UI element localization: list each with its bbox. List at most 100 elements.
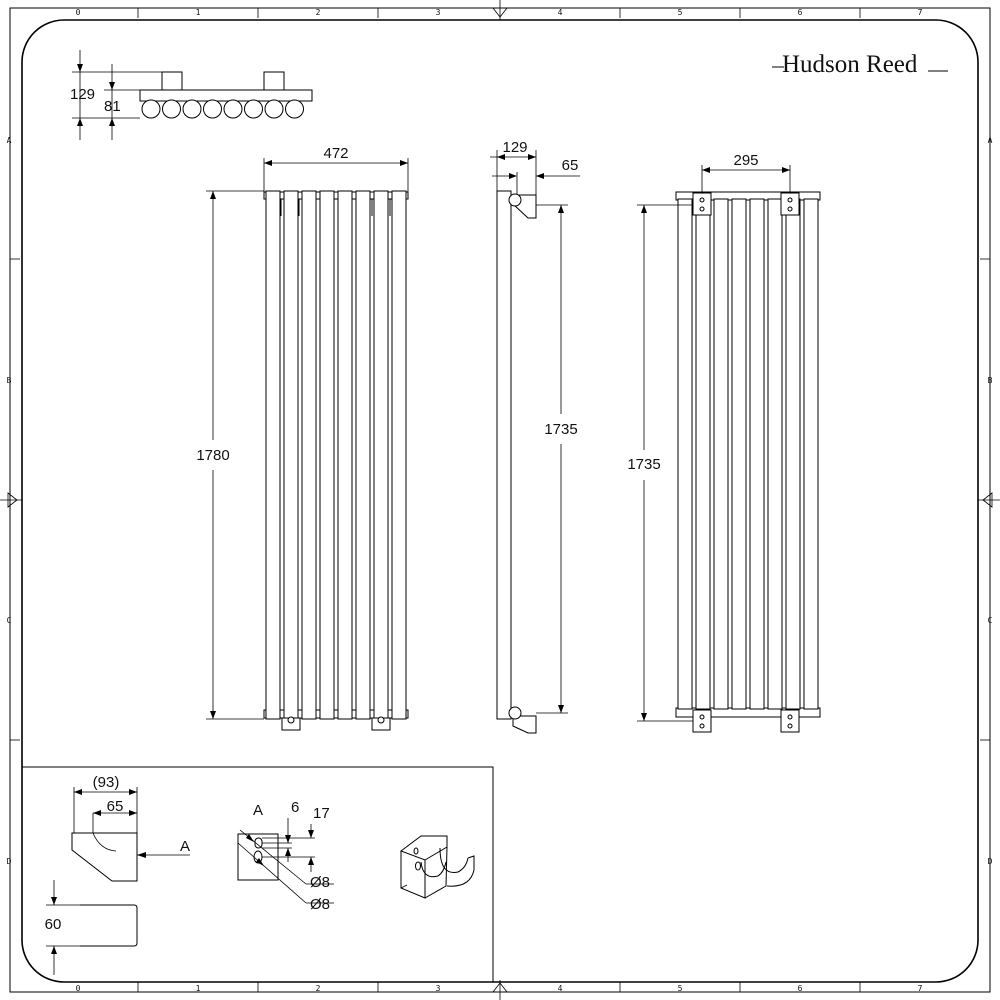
view-label: A [180,838,190,855]
rear-tube [803,198,819,710]
rear-bottom-rail [675,707,821,718]
bottom-header-rail [263,709,409,719]
side-bracket-bottom [512,715,537,734]
vertical-tube [283,190,299,720]
pipe-connector-right [263,71,285,91]
dimension-front-width: 472 [263,145,409,192]
dimension-label: 81 [104,98,121,115]
dimension-label: 65 [107,798,124,815]
dimension-top-depth-overall: 129 [70,50,162,140]
centre-mark-bottom [492,980,508,1000]
dimension-bracket-height: 60 [45,880,80,975]
dimension-label: 6 [291,799,299,816]
dimension-label: 1780 [196,447,229,464]
dimension-label: (93) [93,774,120,791]
brand-logo: Hudson Reed [772,51,948,78]
centre-mark-top [492,0,508,20]
section-a-view: A Ø8 Ø8 6 [237,799,334,913]
dimension-label: 65 [562,157,579,174]
tube-section [244,99,263,119]
view-arrow-a: A [137,838,190,858]
pipe-connector-left [161,71,183,91]
side-view: 129 65 1735 [490,139,580,734]
zone-col-label: 3 [436,8,441,17]
dimension-slot-length: 17 [262,805,330,872]
vertical-tube [337,190,353,720]
zone-col-label: 6 [798,8,803,17]
zone-col-label: 3 [436,984,441,993]
zone-row-label: B [7,376,12,385]
bracket-elevation [71,832,138,882]
brand-name: Hudson Reed [782,51,918,78]
zone-row-label: A [988,136,993,145]
rear-tube [677,198,693,710]
tube-section [162,99,181,119]
fixing-hole [787,197,793,203]
header-bar [139,89,313,102]
rear-bracket [780,192,800,216]
zone-col-label: 7 [918,984,923,993]
fixing-hole [787,723,793,729]
dimension-label: 1735 [627,456,660,473]
bracket-detail-panel: (93) 65 A 60 A [22,766,494,982]
fixing-hole [699,197,705,203]
rear-tube [731,198,747,710]
vertical-tube [265,190,281,720]
vertical-tube [301,190,317,720]
dimension-label: 60 [45,916,62,933]
dimension-rear-height: 1735 [627,204,693,722]
rear-tube [695,198,711,710]
fixing-hole [415,861,421,871]
zone-col-label: 5 [678,8,683,17]
dimension-side-height: 1735 [536,204,578,714]
zone-col-label: 5 [678,984,683,993]
front-view: 472 1780 [196,145,409,731]
hole-diameter-label: Ø8 [310,896,330,913]
valve-tail [287,716,295,724]
zone-col-label: 0 [76,8,81,17]
dimension-rear-bracket-centres: 295 [701,152,791,193]
fixing-hole [699,714,705,720]
tube-section [141,99,161,119]
zone-col-label: 2 [316,984,321,993]
zone-col-label: 6 [798,984,803,993]
top-view: 129 81 [70,50,313,140]
centre-mark-left [0,492,22,508]
tube-section [203,99,222,119]
zone-col-label: 0 [76,984,81,993]
zone-col-label: 1 [196,8,201,17]
tube-section [223,99,243,119]
valve-tail [377,716,385,724]
dimension-label: 295 [733,152,758,169]
dimension-label: 17 [313,805,330,822]
hole-diameter-label: Ø8 [310,874,330,891]
side-profile [496,190,512,720]
dimension-side-depth: 129 [490,139,537,195]
dimension-top-depth: 81 [104,64,140,140]
side-pipe-top [508,193,522,207]
dimension-slot-width: 6 [262,799,299,862]
rear-tube [749,198,765,710]
zone-row-label: B [988,376,993,385]
rear-bracket [692,192,712,216]
rear-bracket [692,709,712,733]
dimension-label: 472 [323,145,348,162]
zone-col-label: 4 [558,984,563,993]
section-label: A [253,802,263,819]
side-pipe-bottom [508,706,522,720]
rear-view: 295 1735 [627,152,821,733]
vertical-tube [373,190,389,720]
dimension-bracket-overall-width: (93) [73,774,138,833]
dimension-bracket-width: 65 [93,798,137,816]
vertical-tube [391,190,407,720]
dimension-front-height: 1780 [196,190,264,720]
zone-row-label: D [988,857,993,866]
zone-row-label: A [7,136,12,145]
zone-col-label: 4 [558,8,563,17]
rear-bracket [780,709,800,733]
zone-row-label: C [7,616,12,625]
top-header-rail [263,191,409,200]
zone-col-label: 1 [196,984,201,993]
